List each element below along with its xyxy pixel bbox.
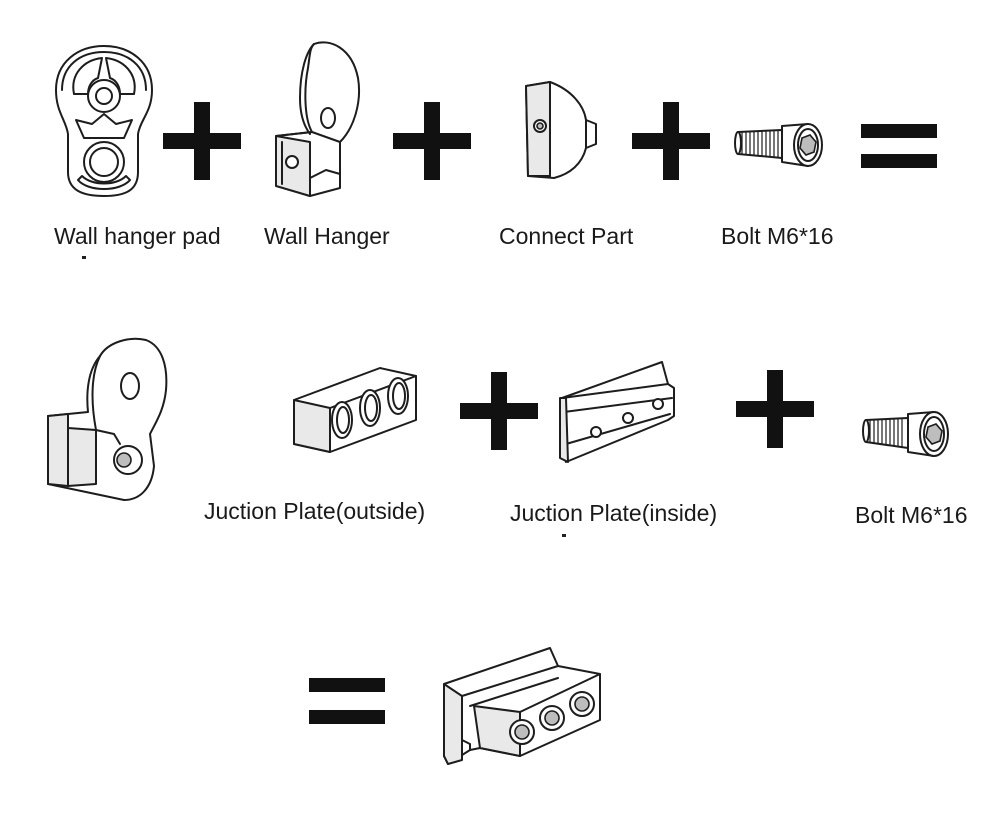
plus-icon bbox=[736, 370, 814, 448]
wall-hanger-pad-icon bbox=[55, 45, 153, 197]
plus-icon bbox=[393, 102, 471, 180]
wall-hanger-label: Wall Hanger bbox=[264, 223, 390, 249]
equals-icon bbox=[861, 124, 937, 168]
plus-icon bbox=[460, 372, 538, 450]
bolt-label: Bolt M6*16 bbox=[721, 223, 834, 249]
junction-plate-outside-icon bbox=[293, 367, 417, 453]
assembled-junction-icon bbox=[443, 647, 601, 765]
assembled-hanger-icon bbox=[47, 337, 168, 501]
junction-inside-label: Juction Plate(inside) bbox=[510, 500, 718, 526]
connect-part-icon bbox=[525, 81, 597, 179]
equals-icon bbox=[309, 678, 385, 724]
caret-mark bbox=[562, 534, 566, 537]
plus-icon bbox=[163, 102, 241, 180]
junction-outside-label: Juction Plate(outside) bbox=[204, 498, 426, 524]
junction-plate-inside-icon bbox=[559, 361, 675, 463]
caret-mark bbox=[82, 256, 86, 259]
wall-hanger-icon bbox=[275, 41, 360, 197]
plus-icon bbox=[632, 102, 710, 180]
bolt-icon bbox=[734, 123, 823, 167]
bolt-label: Bolt M6*16 bbox=[855, 502, 968, 528]
connect-part-label: Connect Part bbox=[499, 223, 634, 249]
wall-hanger-pad-label: Wall hanger pad bbox=[54, 223, 221, 249]
bolt-icon bbox=[862, 411, 949, 457]
